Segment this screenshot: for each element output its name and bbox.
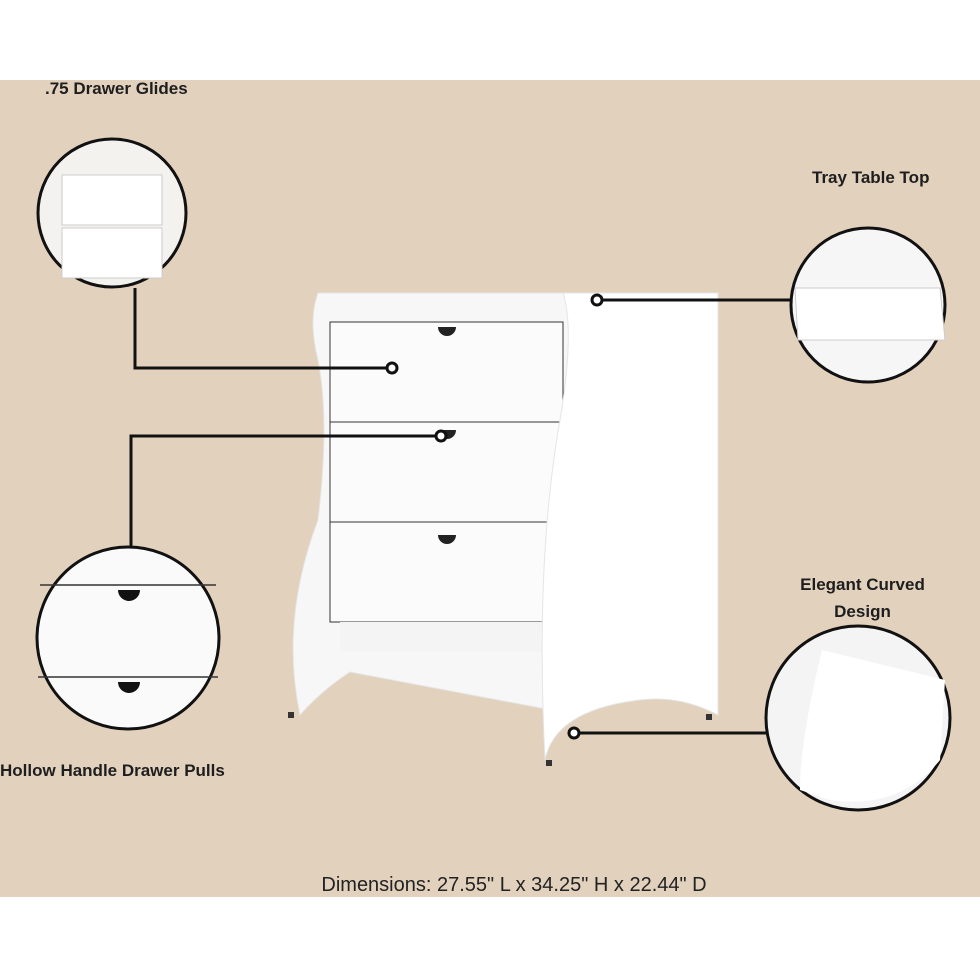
detail-drawer-pulls — [35, 545, 221, 731]
callout-lines — [129, 288, 792, 735]
label-drawer-pulls: Hollow Handle Drawer Pulls — [0, 761, 225, 780]
label-drawer-glides: .75 Drawer Glides — [45, 79, 188, 98]
dresser — [288, 292, 719, 766]
label-curved-design-line2: Design — [834, 602, 891, 621]
detail-tray-top — [789, 226, 947, 384]
label-tray-top: Tray Table Top — [812, 168, 930, 187]
dimensions-text: Dimensions: 27.55" L x 34.25" H x 22.44"… — [321, 874, 707, 896]
detail-curved-design — [764, 624, 952, 812]
label-curved-design: Elegant Curved Design — [780, 571, 945, 625]
label-curved-design-line1: Elegant Curved — [800, 575, 925, 594]
callout-dots — [385, 293, 604, 740]
detail-drawer-glides — [36, 137, 188, 289]
